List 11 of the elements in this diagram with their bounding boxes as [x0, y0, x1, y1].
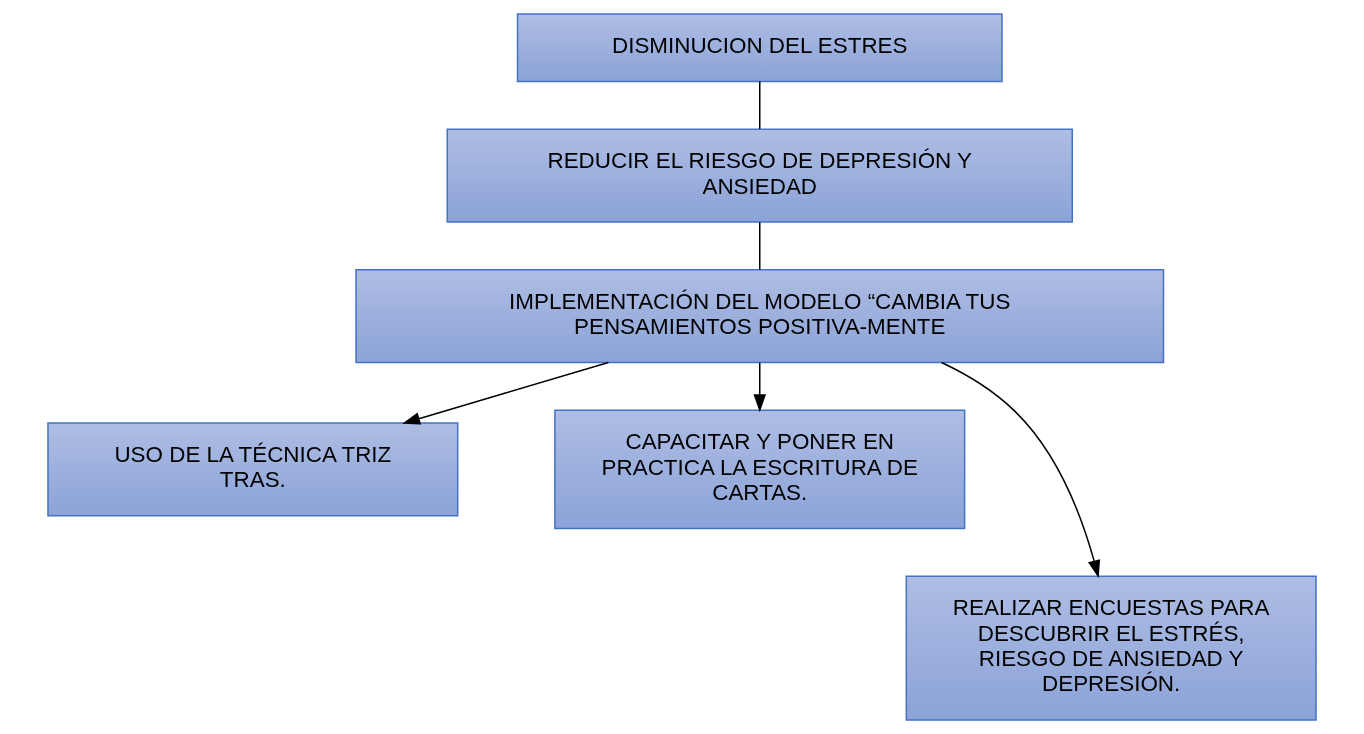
arrow	[753, 362, 767, 413]
connector	[759, 221, 761, 271]
arrow	[940, 361, 1101, 579]
node-box: USO DE LA TÉCNICA TRIZ TRAS.	[47, 422, 459, 517]
node-box: REALIZAR ENCUESTAS PARA DESCUBRIR EL ESTRÉS, RIESGO DE ANSIEDAD Y DEPRESIÓN.	[905, 575, 1317, 721]
arrow	[402, 361, 610, 425]
node-box: DISMINUCION DEL ESTRES	[516, 13, 1003, 83]
node-box: CAPACITAR Y PONER EN PRACTICA LA ESCRITURA DE CARTAS.	[554, 409, 966, 530]
connector	[759, 80, 761, 130]
node-box: IMPLEMENTACIÓN DEL MODELO “CAMBIA TUS PENSAMIENTOS POSITIVA-MENTE	[355, 269, 1165, 364]
node-box: REDUCIR EL RIESGO DE DEPRESIÓN Y ANSIEDAD	[446, 128, 1074, 223]
